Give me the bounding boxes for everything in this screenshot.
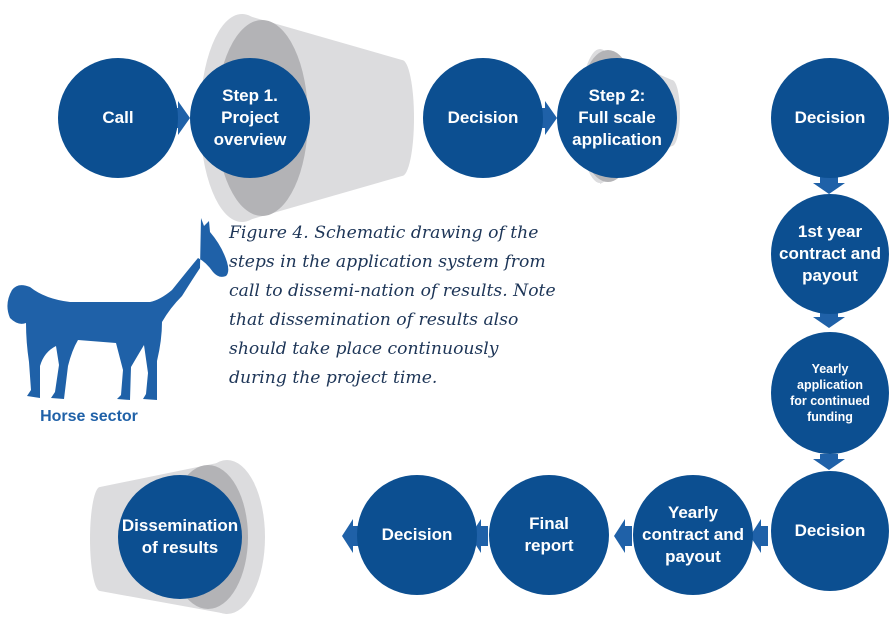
node-final-report-label: Final report <box>524 513 574 555</box>
node-decision4: Decision <box>357 475 477 595</box>
node-dissemination: Dissemination of results <box>118 475 242 599</box>
arrow-contract1-to-yearly-application <box>813 311 845 328</box>
node-1st-year-contract: 1st year contract and payout <box>771 194 889 314</box>
node-call: Call <box>58 58 178 178</box>
node-decision3: Decision <box>771 471 889 591</box>
horse-sector-label: Horse sector <box>40 408 138 425</box>
node-step1-label: Step 1. Project overview <box>213 85 287 150</box>
node-decision3-label: Decision <box>794 520 866 540</box>
node-decision1-label: Decision <box>447 107 519 127</box>
node-yearly-application: Yearly application for continued funding <box>771 332 889 454</box>
node-yearly-contract-label: Yearly contract and payout <box>641 502 745 567</box>
node-dissemination-label: Dissemination of results <box>121 515 239 557</box>
node-1st-year-contract-label: 1st year contract and payout <box>778 221 882 286</box>
node-decision2: Decision <box>771 58 889 178</box>
node-step1: Step 1. Project overview <box>190 58 310 178</box>
node-step2-label: Step 2: Full scale application <box>572 85 662 150</box>
node-final-report: Final report <box>489 475 609 595</box>
arrow-yearly-application-to-decision3 <box>813 454 845 470</box>
node-decision4-label: Decision <box>381 524 453 544</box>
node-decision1: Decision <box>423 58 543 178</box>
arrow-yearly-contract-to-final-report <box>614 519 632 553</box>
node-step2: Step 2: Full scale application <box>557 58 677 178</box>
arrow-decision2-to-contract1 <box>813 177 845 194</box>
node-yearly-contract: Yearly contract and payout <box>633 475 753 595</box>
figure-caption: Figure 4. Schematic drawing of the steps… <box>229 223 556 388</box>
arrow-final-report-to-decision4 <box>470 519 488 553</box>
node-decision2-label: Decision <box>794 107 866 127</box>
arrow-decision3-to-yearly-contract <box>750 519 768 553</box>
node-yearly-application-label: Yearly application for continued funding <box>790 361 870 425</box>
horse-icon <box>7 218 229 400</box>
arrow-decision4-to-dissemination <box>342 519 360 553</box>
arrow-decision1-to-step2 <box>539 101 557 135</box>
node-call-label: Call <box>102 107 134 127</box>
